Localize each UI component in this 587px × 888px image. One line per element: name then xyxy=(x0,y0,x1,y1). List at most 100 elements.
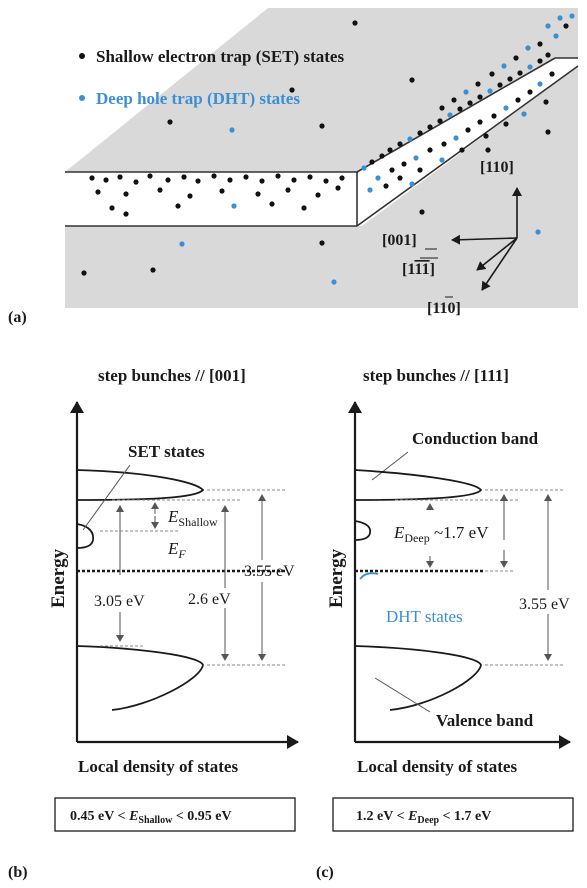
set-state-dot xyxy=(485,147,491,153)
set-state-dot xyxy=(150,267,156,273)
set-state-dot xyxy=(397,175,403,181)
set-state-dot xyxy=(339,175,345,181)
dht-state-dot xyxy=(409,181,415,187)
legend-set-label: Shallow electron trap (SET) states xyxy=(96,47,344,66)
set-state-dot xyxy=(543,99,549,105)
set-state-dot xyxy=(319,240,325,246)
panel-c: step bunches // [111] Energy Local densi… xyxy=(326,366,574,832)
set-state-dot xyxy=(389,167,395,173)
set-state-dot xyxy=(211,173,217,179)
set-state-dot xyxy=(275,173,281,179)
set-state-dot xyxy=(465,127,471,133)
panel-c-vb-label: Valence band xyxy=(436,711,534,730)
e-deep-label: EDeep ~1.7 eV xyxy=(393,523,489,545)
panel-c-range-box xyxy=(332,797,574,832)
set-state-dot xyxy=(483,133,489,139)
trap-state-dots xyxy=(81,13,575,285)
set-state-dot xyxy=(259,178,265,184)
e-f-label: EF xyxy=(167,539,186,561)
dht-state-dot xyxy=(503,105,509,111)
panel-label-c: (c) xyxy=(316,864,334,881)
set-state-dot xyxy=(133,179,139,185)
legend-dht-dot xyxy=(79,95,85,101)
set-state-dot xyxy=(165,177,171,183)
set-state-dot xyxy=(227,177,233,183)
set-state-dot xyxy=(441,141,447,147)
set-state-dot xyxy=(301,205,307,211)
panel-c-dos-label: Local density of states xyxy=(357,757,517,776)
dht-state-dot xyxy=(179,241,185,247)
panel-b-set-label: SET states xyxy=(128,442,205,461)
set-state-dot xyxy=(117,174,123,180)
set-state-dot xyxy=(379,153,385,159)
set-state-dot xyxy=(123,191,129,197)
set-state-dot xyxy=(503,121,509,127)
set-state-dot xyxy=(439,105,445,111)
set-state-dot xyxy=(269,201,275,207)
set-state-dot xyxy=(291,177,297,183)
dht-state-dot xyxy=(537,81,543,87)
panel-c-dht-peak xyxy=(354,520,372,541)
set-state-dot xyxy=(89,175,95,181)
dht-state-dot xyxy=(367,187,373,193)
set-state-dot xyxy=(323,178,329,184)
set-state-dot xyxy=(387,147,393,153)
panel-b-range-box xyxy=(54,797,296,832)
set-state-dot xyxy=(397,141,403,147)
set-state-dot xyxy=(417,167,423,173)
set-state-dot xyxy=(477,94,483,100)
panel-c-range-text: 1.2 eV < EDeep < 1.7 eV xyxy=(356,809,491,826)
set-state-dot xyxy=(419,209,425,215)
set-state-dot xyxy=(427,124,433,130)
dht-state-dot xyxy=(331,279,337,285)
set-state-dot xyxy=(563,23,569,29)
panel-b-3-05-label: 3.05 eV xyxy=(94,593,145,610)
dht-state-dot xyxy=(557,15,563,21)
set-state-dot xyxy=(545,129,551,135)
set-state-dot xyxy=(219,188,225,194)
set-state-dot xyxy=(289,87,295,93)
dht-state-dot xyxy=(375,175,381,181)
set-state-dot xyxy=(513,55,519,61)
set-state-dot xyxy=(477,119,483,125)
set-state-dot xyxy=(95,189,101,195)
set-state-dot xyxy=(427,147,433,153)
set-state-dot xyxy=(187,193,193,199)
set-state-dot xyxy=(352,20,358,26)
panel-b-valence-band xyxy=(76,645,204,711)
dht-state-dot xyxy=(535,229,541,235)
direction-1-10: [110] xyxy=(427,300,461,317)
set-state-dot xyxy=(489,71,495,77)
set-state-dot xyxy=(497,82,503,88)
panel-c-energy-label: Energy xyxy=(326,548,347,608)
set-state-dot xyxy=(255,191,261,197)
dht-state-dot xyxy=(487,88,493,94)
dht-state-dot xyxy=(447,112,453,118)
panel-c-conduction-band xyxy=(354,469,483,501)
lower-terrace xyxy=(65,66,578,308)
set-state-dot xyxy=(475,81,481,87)
dht-state-dot xyxy=(453,135,459,141)
set-state-dot xyxy=(459,147,465,153)
set-pointer xyxy=(82,464,131,531)
dht-state-dot xyxy=(501,63,507,69)
direction-110: [110] xyxy=(480,159,514,176)
set-state-dot xyxy=(147,173,153,179)
legend-set-dot xyxy=(79,53,85,59)
set-state-dot xyxy=(167,119,173,125)
set-state-dot xyxy=(537,58,543,64)
dht-state-dot xyxy=(553,33,559,39)
set-state-dot xyxy=(123,211,129,217)
set-state-dot xyxy=(307,174,313,180)
dht-state-dot xyxy=(439,157,445,163)
set-state-dot xyxy=(175,203,181,209)
set-state-dot xyxy=(467,100,473,106)
dht-state-dot xyxy=(525,45,531,51)
legend-dht-label: Deep hole trap (DHT) states xyxy=(96,89,300,108)
e-shallow-label: EShallow xyxy=(167,507,218,529)
direction-001: [001] xyxy=(382,232,417,249)
set-state-dot xyxy=(517,70,523,76)
set-state-dot xyxy=(437,118,443,124)
panel-b-3-55-label: 3.55 eV xyxy=(244,563,295,580)
